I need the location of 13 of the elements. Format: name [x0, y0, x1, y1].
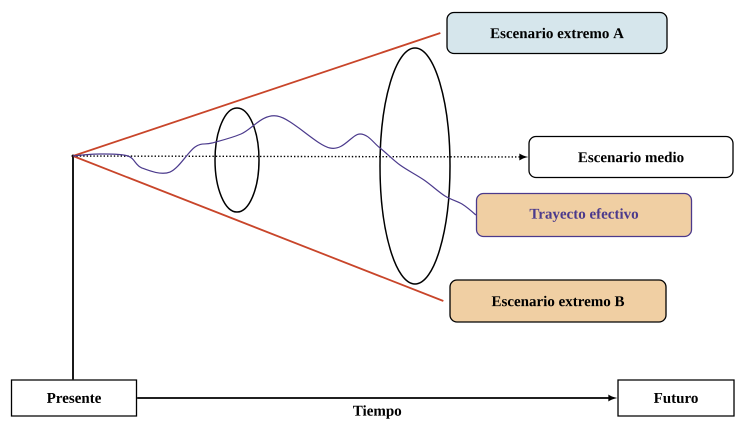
scenario-box: Escenario extremo A — [446, 12, 668, 54]
connector-line — [72, 156, 74, 380]
junction-point — [72, 154, 74, 158]
path-box: Trayecto efectivo — [476, 192, 692, 238]
connector-line — [72, 115, 476, 216]
connector-line — [72, 155, 444, 302]
edge-label: Tiempo — [352, 404, 403, 420]
time-box: Presente — [10, 379, 138, 417]
time-box: Futuro — [617, 379, 735, 417]
connector-line — [72, 32, 441, 157]
arrow — [137, 395, 615, 401]
scenario-box: Escenario medio — [528, 136, 734, 178]
scenario-box: Escenario extremo B — [449, 279, 667, 323]
